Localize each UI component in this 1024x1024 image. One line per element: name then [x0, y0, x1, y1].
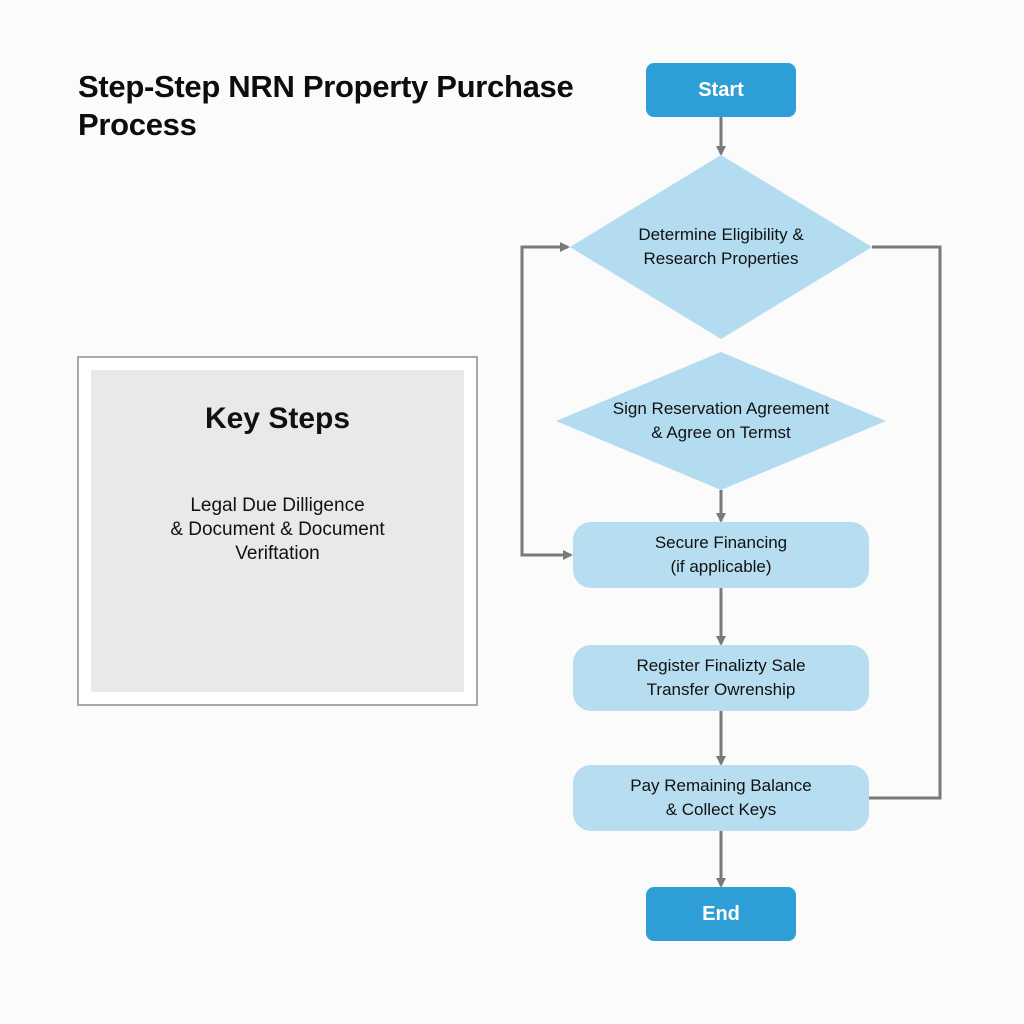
- key-steps-line: Veriftation: [235, 543, 320, 564]
- key-steps-panel: Key Steps Legal Due Dilligence & Documen…: [77, 356, 478, 706]
- node-label-line: Secure Financing: [654, 533, 788, 552]
- node-label-line: (if applicable): [670, 557, 772, 576]
- node-end-box: [646, 887, 796, 941]
- key-steps-panel-body: Key Steps Legal Due Dilligence & Documen…: [91, 370, 464, 692]
- node-pay-box: [573, 765, 869, 831]
- node-eligibility-diamond: [570, 155, 872, 339]
- node-label-line: & Agree on Termst: [651, 423, 791, 442]
- node-pay-label: Pay Remaining Balance & Collect Keys: [573, 765, 869, 831]
- node-label-line: Transfer Owrenship: [646, 680, 796, 699]
- key-steps-line: & Document & Document: [170, 519, 385, 540]
- node-label-line: Register Finalizty Sale: [636, 656, 806, 675]
- node-label-line: Start: [698, 79, 744, 101]
- key-steps-line: Legal Due Dilligence: [190, 495, 365, 516]
- node-start-box: [646, 63, 796, 117]
- node-financing-box: [573, 522, 869, 588]
- node-label-line: End: [702, 903, 740, 925]
- node-label-line: Pay Remaining Balance: [630, 776, 812, 795]
- node-end-label: End: [646, 887, 796, 941]
- node-financing-label: Secure Financing (if applicable): [573, 522, 869, 588]
- node-label-line: Research Properties: [643, 249, 799, 268]
- node-eligibility-label: Determine Eligibility & Research Properti…: [570, 155, 872, 339]
- node-start-label: Start: [646, 63, 796, 117]
- node-register-box: [573, 645, 869, 711]
- key-steps-text: Legal Due Dilligence & Document & Docume…: [91, 494, 464, 566]
- page-title: Step-Step NRN Property Purchase Process: [78, 69, 574, 142]
- node-reservation-label: Sign Reservation Agreement & Agree on Ter…: [556, 352, 886, 490]
- node-label-line: Sign Reservation Agreement: [612, 399, 830, 418]
- edge-eligibility-to-pay-loop: [869, 245, 942, 800]
- node-reservation-diamond: [556, 352, 886, 490]
- node-label-line: Determine Eligibility &: [638, 225, 804, 244]
- key-steps-heading: Key Steps: [204, 402, 351, 435]
- node-label-line: & Collect Keys: [665, 800, 777, 819]
